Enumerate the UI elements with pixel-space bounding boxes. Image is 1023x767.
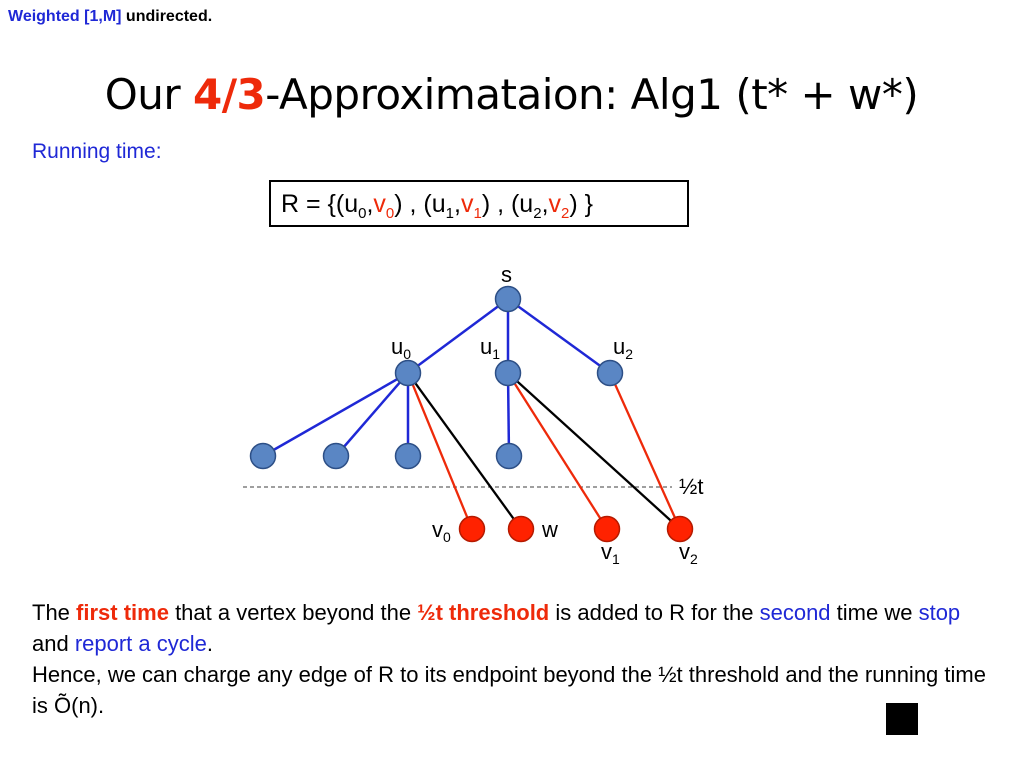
r-set-box: R = {(u0,v0) , (u1,v1) , (u2,v2) } bbox=[269, 180, 689, 227]
para-text: . bbox=[206, 631, 214, 656]
label-s: s bbox=[501, 262, 512, 287]
node-v2 bbox=[666, 515, 694, 543]
para-threshold: ½t threshold bbox=[417, 600, 550, 625]
running-time-label: Running time: bbox=[32, 140, 162, 163]
blue-nodes bbox=[249, 285, 624, 470]
edge-u1-leaf bbox=[506, 372, 511, 457]
r-set-sep2: ) , (u bbox=[481, 190, 534, 218]
r-set-v2-base: v bbox=[548, 190, 562, 218]
label-w: w bbox=[541, 517, 558, 542]
r-set-prefix: R = {(u bbox=[281, 190, 359, 218]
para-report-cycle: report a cycle bbox=[74, 631, 207, 656]
r-set-u1-sub: 1 bbox=[445, 205, 455, 222]
label-u2: u2 bbox=[613, 334, 633, 362]
edge-u2-v2 bbox=[608, 372, 682, 530]
label-threshold: ½t bbox=[679, 474, 703, 499]
r-set-suffix: ) } bbox=[569, 190, 593, 218]
node-u0 bbox=[394, 359, 422, 387]
label-u1: u1 bbox=[480, 334, 500, 362]
header-weighted: Weighted [1,M] bbox=[8, 8, 122, 25]
node-v0 bbox=[458, 515, 486, 543]
para-stop: stop bbox=[918, 600, 961, 625]
edge-u1-v2 bbox=[507, 372, 681, 530]
r-set-v0-sub: 0 bbox=[385, 205, 395, 222]
r-set-v1: v1 bbox=[460, 190, 482, 222]
node-leaf3 bbox=[394, 442, 422, 470]
r-set-sep1: ) , (u bbox=[394, 190, 446, 218]
paragraph-line-2: Hence, we can charge any edge of R to it… bbox=[32, 662, 986, 718]
label-v1: v1 bbox=[601, 539, 620, 567]
black-edges bbox=[407, 372, 681, 530]
title-before: Our bbox=[104, 70, 193, 119]
r-edges bbox=[406, 372, 682, 530]
label-u0: u0 bbox=[391, 334, 411, 362]
title-accent: 4/3 bbox=[192, 70, 266, 119]
node-s bbox=[494, 285, 522, 313]
r-set-v2-sub: 2 bbox=[561, 205, 570, 222]
r-set-v1-sub: 1 bbox=[473, 205, 482, 222]
red-nodes bbox=[458, 515, 694, 543]
r-set-v0-base: v bbox=[373, 190, 386, 218]
node-leaf2 bbox=[322, 442, 350, 470]
explanation-paragraph: The first time that a vertex beyond the … bbox=[32, 597, 1002, 721]
node-leaf1 bbox=[249, 442, 277, 470]
node-u1 bbox=[494, 359, 522, 387]
slide-title: Our 4/3-Approximataion: Alg1 (t* + w*) bbox=[0, 70, 1023, 119]
para-first-time: first time bbox=[76, 600, 169, 625]
para-text: time we bbox=[830, 600, 919, 625]
node-u2 bbox=[596, 359, 624, 387]
edge-s-u2 bbox=[507, 297, 611, 375]
r-set-v0: v0 bbox=[373, 190, 394, 222]
tree-edges bbox=[262, 297, 611, 458]
para-text: and bbox=[32, 631, 75, 656]
header-tag: Weighted [1,M] undirected. bbox=[8, 8, 212, 26]
header-undirected: undirected. bbox=[121, 8, 213, 25]
r-set-v2: v2 bbox=[548, 190, 570, 222]
para-text: is added to R for the bbox=[549, 600, 760, 625]
para-text: The bbox=[32, 600, 77, 625]
black-square-end-icon bbox=[886, 703, 918, 735]
label-v2: v2 bbox=[679, 539, 698, 567]
title-after: -Approximataion: Alg1 (t* + w*) bbox=[265, 70, 919, 119]
edge-u0-leaf2 bbox=[335, 372, 409, 457]
para-text: that a vertex beyond the bbox=[168, 600, 418, 625]
node-w bbox=[507, 515, 535, 543]
r-set-u0-sub: 0 bbox=[358, 205, 367, 222]
edge-u0-v0 bbox=[406, 372, 474, 530]
para-second: second bbox=[759, 600, 831, 625]
edge-s-u0 bbox=[407, 297, 509, 375]
node-v1 bbox=[593, 515, 621, 543]
label-v0: v0 bbox=[432, 517, 451, 545]
edge-u0-leaf1 bbox=[262, 371, 409, 458]
edge-u1-v1 bbox=[507, 372, 608, 530]
r-set-u2-sub: 2 bbox=[533, 205, 542, 222]
r-set-v1-base: v bbox=[460, 190, 474, 218]
edge-u0-w bbox=[407, 372, 522, 530]
node-leaf4 bbox=[495, 442, 523, 470]
paragraph-line-1: The first time that a vertex beyond the … bbox=[32, 597, 1002, 659]
